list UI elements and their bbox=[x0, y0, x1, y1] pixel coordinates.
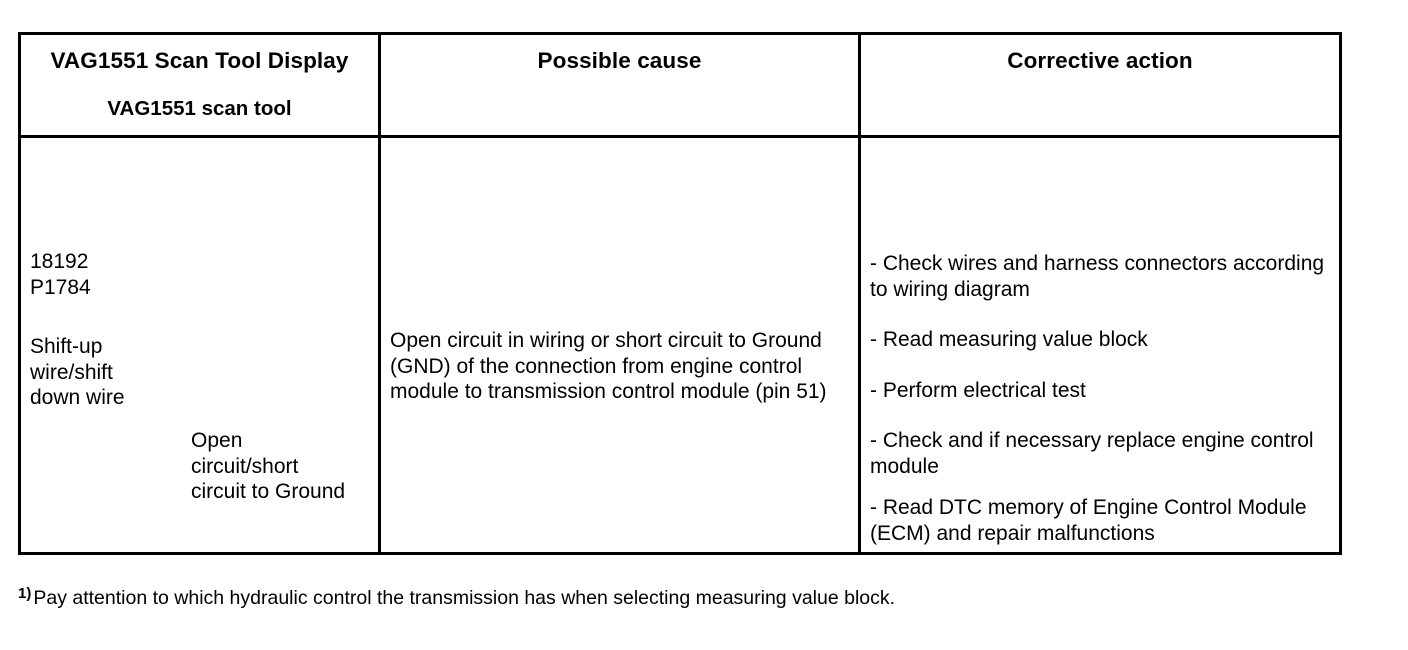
corrective-action-list: - Check wires and harness connectors acc… bbox=[870, 251, 1325, 546]
list-item: - Read DTC memory of Engine Control Modu… bbox=[870, 496, 1307, 545]
column-header-possible-cause: Possible cause bbox=[378, 32, 861, 138]
cell-scan-tool-display: 18192 P1784 Shift-up wire/shift down wir… bbox=[18, 135, 381, 555]
list-item: - Check and if necessary replace engine … bbox=[870, 429, 1314, 478]
dtc-fault-description: Open circuit/short circuit to Ground bbox=[191, 429, 346, 503]
cell-possible-cause: Open circuit in wiring or short circuit … bbox=[378, 135, 861, 555]
column-header-scan-tool-display: VAG1551 Scan Tool Display VAG1551 scan t… bbox=[18, 32, 381, 138]
column-header-scan-tool-display-title: VAG1551 Scan Tool Display bbox=[50, 48, 349, 73]
column-header-possible-cause-title: Possible cause bbox=[537, 48, 702, 73]
column-header-scan-tool-display-subtitle: VAG1551 scan tool bbox=[107, 96, 292, 120]
table-header-row: VAG1551 Scan Tool Display VAG1551 scan t… bbox=[18, 32, 1342, 138]
dtc-codes: 18192 P1784 bbox=[30, 250, 91, 299]
table-row: 18192 P1784 Shift-up wire/shift down wir… bbox=[18, 135, 1342, 555]
column-header-corrective-action: Corrective action bbox=[858, 32, 1342, 138]
footnote-marker: 1) bbox=[18, 585, 32, 602]
footnote-text: Pay attention to which hydraulic control… bbox=[33, 587, 896, 609]
list-item: - Read measuring value block bbox=[870, 328, 1148, 351]
column-header-corrective-action-title: Corrective action bbox=[1007, 48, 1193, 73]
list-item: - Perform electrical test bbox=[870, 378, 1086, 402]
list-item: - Check wires and harness connectors acc… bbox=[870, 252, 1325, 301]
dtc-component-name: Shift-up wire/shift down wire bbox=[30, 335, 125, 409]
footnote: 1)Pay attention to which hydraulic contr… bbox=[18, 583, 895, 609]
possible-cause-text: Open circuit in wiring or short circuit … bbox=[390, 329, 827, 403]
cell-corrective-action: - Check wires and harness connectors acc… bbox=[858, 135, 1342, 555]
dtc-troubleshooting-table: VAG1551 Scan Tool Display VAG1551 scan t… bbox=[18, 32, 1342, 555]
